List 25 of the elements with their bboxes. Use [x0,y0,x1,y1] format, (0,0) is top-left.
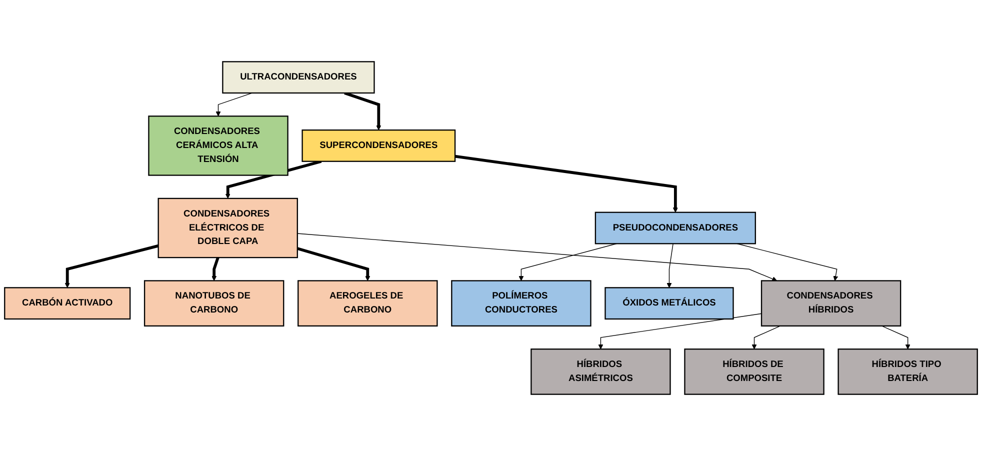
arrow [297,247,370,281]
arrow [216,92,253,116]
arrow [454,154,678,213]
node-box: HÍBRIDOS TIPO BATERÍA [838,348,978,395]
node-box: NANOTUBOS DE CARBONO [144,280,284,326]
node-box: CONDENSADORES HÍBRIDOS [760,280,902,326]
arrow [752,326,781,350]
node-box: CARBÓN ACTIVADO [4,287,131,320]
arrow [297,233,778,282]
arrow [64,244,159,288]
arrow [344,92,382,130]
node-box: PSEUDOCONDENSADORES [594,212,756,244]
node-box: SUPERCONDENSADORES [302,129,456,162]
arrow [212,257,220,281]
arrow [666,243,674,288]
node-box: AEROGELES DE CARBONO [298,280,438,326]
node-box: ULTRACONDENSADORES [222,61,375,94]
arrow [598,313,762,350]
node-box: CONDENSADORES CERÁMICOS ALTA TENSIÓN [148,116,288,176]
node-box: CONDENSADORES ELÉCTRICOS DE DOBLE CAPA [158,198,298,258]
node-box: HÍBRIDOS ASIMÉTRICOS [530,348,671,395]
node-box: POLÍMEROS CONDUCTORES [451,280,592,326]
node-box: HÍBRIDOS DE COMPOSITE [684,348,824,395]
arrow [881,326,910,350]
node-box: ÓXIDOS METÁLICOS [604,287,734,320]
